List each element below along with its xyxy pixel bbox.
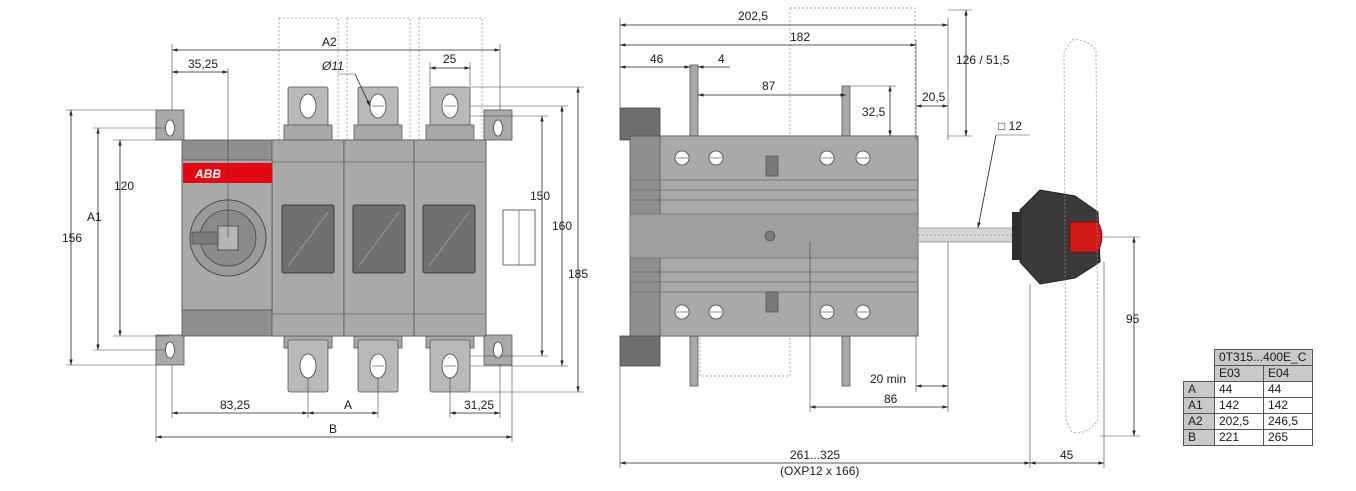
dim-4: 4 — [718, 52, 725, 66]
dim-20-min: 20 min — [870, 372, 906, 386]
dim-87: 87 — [762, 79, 776, 93]
cell-e04: 142 — [1263, 397, 1313, 414]
cell-e03: 221 — [1214, 429, 1264, 446]
dim-126-51-5: 126 / 51,5 — [956, 53, 1010, 67]
dim-diameter-11: Ø11 — [321, 59, 344, 73]
dim-32-5: 32,5 — [862, 105, 886, 119]
row-key: A1 — [1183, 397, 1215, 414]
terminal-bottom-1 — [283, 331, 333, 393]
dim-95: 95 — [1126, 312, 1140, 326]
table-row: B 221 265 — [1183, 429, 1313, 446]
dim-a1: A1 — [87, 210, 102, 224]
dim-a2: A2 — [322, 35, 337, 49]
cell-e04: 246,5 — [1263, 413, 1313, 430]
dim-31-25: 31,25 — [464, 398, 494, 412]
table-title: 0T315...400E_C — [1214, 349, 1313, 366]
front-dimensions: A2 35,25 Ø11 25 120 A1 — [62, 35, 588, 442]
mounting-foot-top-right — [483, 109, 513, 141]
dim-20-5: 20,5 — [922, 90, 946, 104]
dim-86: 86 — [884, 392, 898, 406]
front-view: ABB A2 35,25 Ø11 25 120 — [62, 17, 588, 442]
dim-25: 25 — [443, 52, 457, 66]
dim-45: 45 — [1060, 448, 1074, 462]
dim-182: 182 — [790, 30, 810, 44]
row-key: A — [1183, 381, 1215, 398]
cell-e03: 142 — [1214, 397, 1264, 414]
shaft-and-handle — [917, 39, 1103, 434]
cell-e04: 265 — [1263, 429, 1313, 446]
switch-body-side — [619, 107, 919, 367]
dim-shaft-12: □ 12 — [998, 119, 1022, 133]
dim-150: 150 — [530, 189, 550, 203]
cell-e03: 202,5 — [1214, 413, 1264, 430]
mounting-foot-bottom-right — [483, 334, 513, 366]
dim-a: A — [344, 398, 352, 412]
dimension-table: 0T315...400E_C E03 E04 A 44 44 A1 142 14… — [1183, 349, 1313, 446]
dim-160: 160 — [552, 219, 572, 233]
dim-261-325: 261...325 — [790, 448, 840, 462]
column-header-e03: E03 — [1214, 365, 1264, 382]
terminal-top-3 — [425, 86, 475, 144]
row-key: B — [1183, 429, 1215, 446]
column-header-e04: E04 — [1263, 365, 1313, 382]
dim-35-25: 35,25 — [188, 57, 218, 71]
dim-185: 185 — [568, 267, 588, 281]
table-row: A1 142 142 — [1183, 397, 1313, 414]
dim-83-25: 83,25 — [220, 398, 250, 412]
table-row: A 44 44 — [1183, 381, 1313, 398]
dim-oxp12: (OXP12 x 166) — [780, 464, 859, 478]
abb-logo: ABB — [183, 163, 272, 183]
cell-e04: 44 — [1263, 381, 1313, 398]
side-dimensions: 202,5 182 46 4 87 32,5 20,5 126 / 51,5 — [619, 9, 1140, 478]
dim-46: 46 — [650, 52, 664, 66]
dim-120: 120 — [114, 179, 134, 193]
table-row: A2 202,5 246,5 — [1183, 413, 1313, 430]
dim-202-5: 202,5 — [738, 9, 768, 23]
dim-156: 156 — [62, 231, 82, 245]
mounting-foot-top-left — [155, 109, 185, 141]
cell-e03: 44 — [1214, 381, 1264, 398]
side-view: 202,5 182 46 4 87 32,5 20,5 126 / 51,5 — [619, 7, 1140, 478]
dim-b: B — [329, 422, 337, 436]
row-key: A2 — [1183, 413, 1215, 430]
terminal-top-1 — [283, 86, 333, 144]
terminal-top-2 — [353, 86, 403, 144]
abb-logo-text: ABB — [194, 167, 221, 181]
